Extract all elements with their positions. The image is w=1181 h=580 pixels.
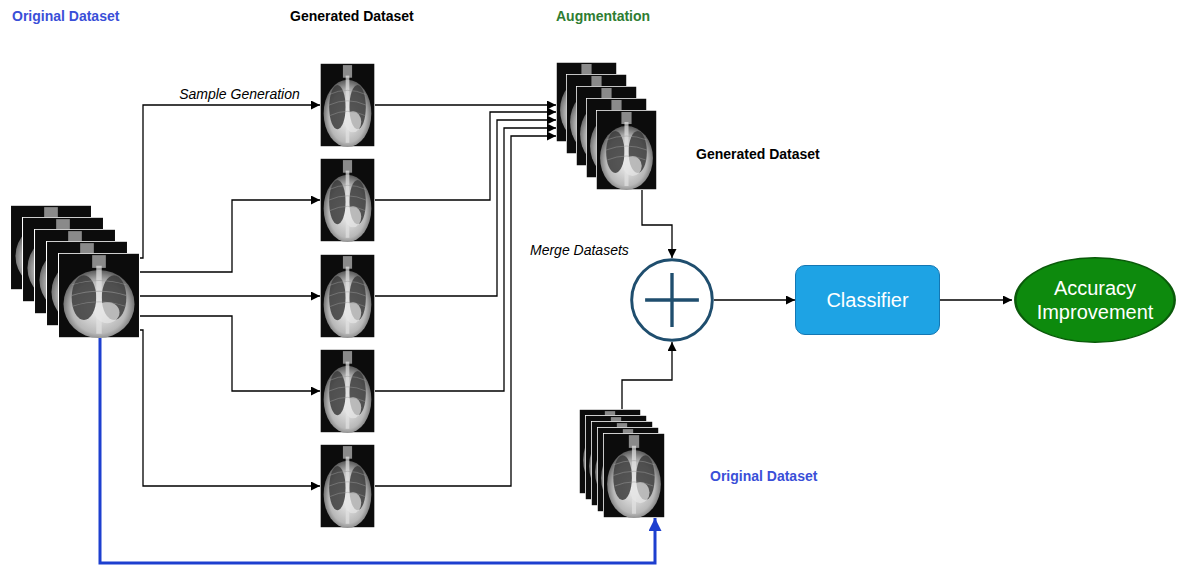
xray-image: [320, 158, 375, 242]
arrow-connector: [375, 136, 556, 486]
process-box-text: Classifier: [826, 288, 908, 312]
arrow-connector: [140, 295, 320, 296]
arrow-connector: [140, 330, 320, 486]
result-ellipse: Accuracy Improvement: [1012, 256, 1178, 344]
arrow-connector: [375, 120, 556, 296]
image-stack-text: Original Dataset: [710, 468, 817, 484]
arrow-connector: [375, 112, 556, 200]
merge-circle: Merge Datasets: [630, 258, 714, 342]
image-stack-text: Augmentation: [556, 8, 650, 24]
arrow-connector: [622, 342, 672, 409]
arrow-connector: [100, 338, 655, 563]
image-stack: Original Dataset: [579, 409, 665, 518]
arrow-connector: [714, 299, 795, 300]
result-ellipse-text: Accuracy Improvement: [1030, 276, 1160, 324]
image-stack-text: Original Dataset: [12, 8, 119, 24]
arrow-connector: [140, 316, 320, 391]
xray-image: [320, 444, 375, 528]
arrow-connector: [140, 200, 320, 272]
image-stack: AugmentationGenerated Dataset: [556, 62, 657, 190]
xray-image: [320, 254, 375, 338]
arrow-connector: [642, 190, 672, 258]
column-heading: Generated Dataset: [290, 8, 414, 24]
edge-label: Sample Generation: [177, 86, 302, 102]
arrow-connector: [940, 299, 1012, 300]
image-stack: Original Dataset: [10, 205, 140, 338]
ellipse-outline: [1012, 256, 1178, 344]
xray-image: [320, 63, 375, 147]
merge-circle-text: Merge Datasets: [528, 242, 631, 258]
process-box: Classifier: [795, 265, 940, 335]
xray-image: [320, 349, 375, 433]
arrow-connector: [140, 105, 320, 258]
arrow-connector: [375, 128, 556, 391]
arrow-connector: [375, 104, 556, 105]
merge-symbol: [630, 258, 714, 342]
image-stack-text: Generated Dataset: [696, 146, 820, 162]
